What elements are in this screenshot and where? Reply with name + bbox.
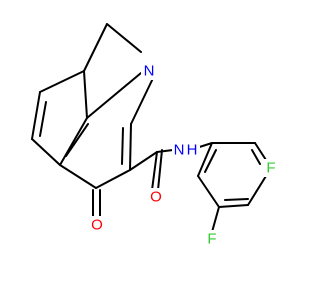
bond-amide-o-1: [151, 151, 158, 191]
bond-aryl-6-inner: [204, 149, 217, 173]
bond-ch2-aryl: [83, 23, 108, 72]
label-backdrop: [204, 230, 220, 248]
amide-nitrogen-label: N: [174, 142, 185, 159]
bond-aryl-2: [254, 142, 267, 161]
bond-aryl-6: [197, 142, 213, 177]
bond-c-amide-c: [129, 151, 158, 171]
amide-oxygen-label: O: [150, 189, 162, 206]
atom-amide-oxygen: O: [148, 188, 164, 206]
label-backdrop: [184, 141, 200, 159]
label-backdrop: [141, 62, 157, 80]
atom-ring-nitrogen: N: [141, 62, 157, 80]
bond-benzene-3: [31, 138, 61, 166]
bond-ch2-ch2: [106, 23, 142, 53]
atom-ortho-fluorine: F: [204, 230, 220, 248]
bond-aryl-4: [218, 204, 249, 208]
bond-benzene-1: [39, 70, 85, 93]
bond-fusion-n: [86, 72, 142, 119]
ortho-fluorine-label: F: [207, 231, 216, 248]
bond-alkene: [129, 123, 132, 171]
para-fluorine-label: F: [266, 160, 275, 177]
bond-aryl-2-inner: [251, 149, 261, 165]
atom-amide-hydrogen: H: [184, 141, 200, 159]
bond-alkene-n: [130, 71, 157, 125]
bond-amide-c-n: [156, 149, 174, 153]
bond-layer: [31, 23, 267, 233]
bond-ring-to-ketone-c: [59, 164, 97, 189]
bond-benzene-2: [31, 91, 41, 140]
bond-aryl-5: [197, 175, 220, 208]
amide-hydrogen-label: H: [187, 142, 198, 159]
bond-benzene-4-inner: [65, 123, 89, 157]
bond-aryl-3: [247, 175, 267, 206]
atom-label-layer: N N H O O F F: [89, 62, 279, 248]
bond-benzene-2-inner: [39, 101, 47, 137]
molecule-structure: N N H O O F F: [31, 23, 279, 248]
bond-benzene-4: [59, 117, 88, 166]
atom-ketone-oxygen: O: [89, 216, 105, 234]
atom-para-fluorine: F: [263, 159, 279, 177]
ketone-oxygen-label: O: [91, 217, 103, 234]
label-backdrop: [89, 216, 105, 234]
ring-nitrogen-label: N: [144, 63, 155, 80]
bond-ketone-c-alkene: [95, 169, 131, 189]
bond-alkene-inner: [121, 127, 124, 165]
bond-aryl-fusion: [83, 70, 88, 119]
bond-aryl-4-inner: [224, 198, 249, 201]
label-backdrop: [263, 159, 279, 177]
bond-aryl-f-ortho: [211, 206, 220, 233]
bond-amide-o-2: [157, 149, 163, 191]
label-backdrop: [148, 188, 164, 206]
